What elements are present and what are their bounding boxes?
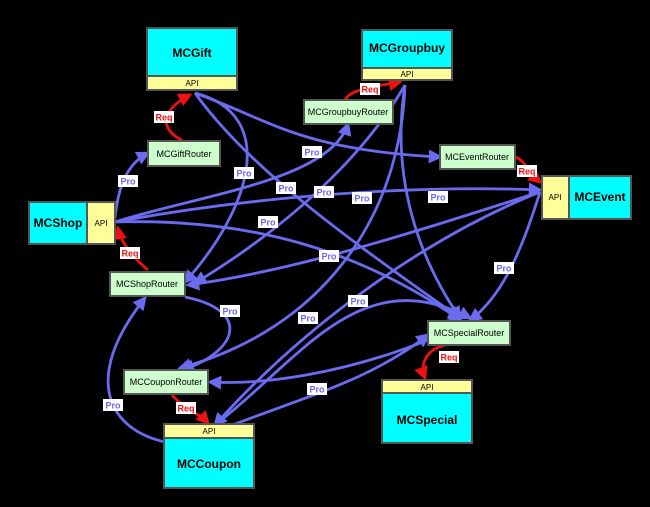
req-label-bg (439, 351, 459, 363)
edge-groupbuy-to-couponrouter (177, 84, 407, 372)
module-groupbuy-api: API (401, 70, 414, 79)
pro-label-bg (276, 182, 296, 194)
edge-special-to-couponrouter (207, 338, 429, 390)
edge-gift-to-eventrouter (194, 91, 443, 164)
pro-edge-label: Pro (354, 194, 370, 204)
req-edge-label: Req (361, 85, 378, 95)
pro-edge-label: Pro (321, 252, 337, 262)
module-shop: MCShop API (28, 201, 116, 245)
module-special-api: API (421, 383, 434, 392)
edge-shop-to-specialrouter (114, 220, 463, 322)
edge-coupon-to-specialrouter-2 (214, 299, 473, 427)
module-coupon: API MCCoupon (163, 423, 255, 489)
pro-edge-label: Pro (236, 169, 252, 179)
module-special-name: MCSpecial (397, 413, 458, 427)
pro-label-bg (319, 250, 339, 262)
pro-edge-label: Pro (309, 385, 325, 395)
pro-edge-label: Pro (300, 314, 316, 324)
pro-label-bg (220, 305, 240, 317)
module-groupbuy-name: MCGroupbuy (369, 41, 445, 55)
pro-edges (106, 84, 543, 444)
pro-edge-label: Pro (222, 307, 238, 317)
pro-label-bg (103, 399, 123, 411)
router-event-label: MCEventRouter (445, 152, 509, 162)
req-edge-label: Req (121, 249, 138, 259)
edge-coupon-to-shoprouter (106, 295, 166, 444)
req-label-bg (154, 111, 174, 123)
module-gift: MCGift API (146, 27, 238, 91)
req-edge-label: Req (155, 113, 172, 123)
module-coupon-name: MCCoupon (177, 457, 241, 471)
module-event-api: API (549, 193, 562, 202)
pro-label-bg (494, 262, 514, 274)
router-groupbuy: MCGroupbuyRouter (303, 99, 394, 125)
edge-gift-to-specialrouter (193, 92, 463, 320)
router-gift-label: MCGiftRouter (156, 149, 211, 159)
req-label-bg (360, 83, 380, 95)
pro-edge-label: Pro (260, 218, 276, 228)
module-shop-api: API (95, 219, 108, 228)
pro-label-bg (314, 186, 334, 198)
edge-coupon-to-specialrouter (229, 333, 431, 428)
router-shop: MCShopRouter (109, 271, 186, 297)
pro-label-bg (298, 312, 318, 324)
edge-event-to-coupon (213, 190, 541, 428)
router-groupbuy-label: MCGroupbuyRouter (308, 107, 389, 117)
module-shop-name: MCShop (34, 216, 83, 230)
req-edge-label: Req (518, 167, 535, 177)
router-special: MCSpecialRouter (427, 320, 511, 346)
pro-label-bg (307, 383, 327, 395)
pro-edge-label: Pro (120, 177, 136, 187)
module-event-name: MCEvent (574, 190, 625, 204)
pro-label-bg (118, 175, 138, 187)
pro-edge-label: Pro (316, 188, 332, 198)
pro-edge-label: Pro (350, 297, 366, 307)
req-edge-label: Req (440, 353, 457, 363)
router-shop-label: MCShopRouter (116, 279, 178, 289)
req-label-bg (176, 402, 196, 414)
pro-label-bg (348, 295, 368, 307)
pro-edge-label: Pro (430, 193, 446, 203)
pro-edge-label: Pro (278, 184, 294, 194)
module-groupbuy: MCGroupbuy API (361, 29, 453, 81)
edge-event-to-shoprouter (185, 190, 541, 291)
req-label-bg (120, 247, 140, 259)
pro-label-bg (352, 192, 372, 204)
pro-label-bg (302, 146, 322, 158)
module-gift-name: MCGift (172, 46, 211, 60)
pro-edge-label: Pro (304, 148, 320, 158)
module-special: API MCSpecial (381, 379, 473, 444)
edge-shop-to-event (114, 182, 543, 224)
pro-label-bg (258, 216, 278, 228)
req-specialrouter-to-special-api (414, 343, 446, 381)
pro-label-bg (428, 191, 448, 203)
router-coupon: MCCouponRouter (123, 369, 209, 395)
pro-label-bg (234, 167, 254, 179)
router-coupon-label: MCCouponRouter (130, 377, 203, 387)
router-special-label: MCSpecialRouter (434, 328, 505, 338)
edge-shoprouter-to-couponrouter (180, 295, 232, 373)
req-label-bg (517, 165, 537, 177)
router-event: MCEventRouter (439, 144, 516, 170)
edge-shop-to-groupbuyrouter (114, 121, 352, 224)
module-event: API MCEvent (541, 175, 632, 220)
req-edge-label: Req (177, 404, 194, 414)
module-gift-api: API (186, 79, 199, 88)
pro-edge-label: Pro (105, 401, 121, 411)
pro-edge-label: Pro (496, 264, 512, 274)
router-gift: MCGiftRouter (147, 140, 221, 167)
module-coupon-api: API (203, 427, 216, 436)
